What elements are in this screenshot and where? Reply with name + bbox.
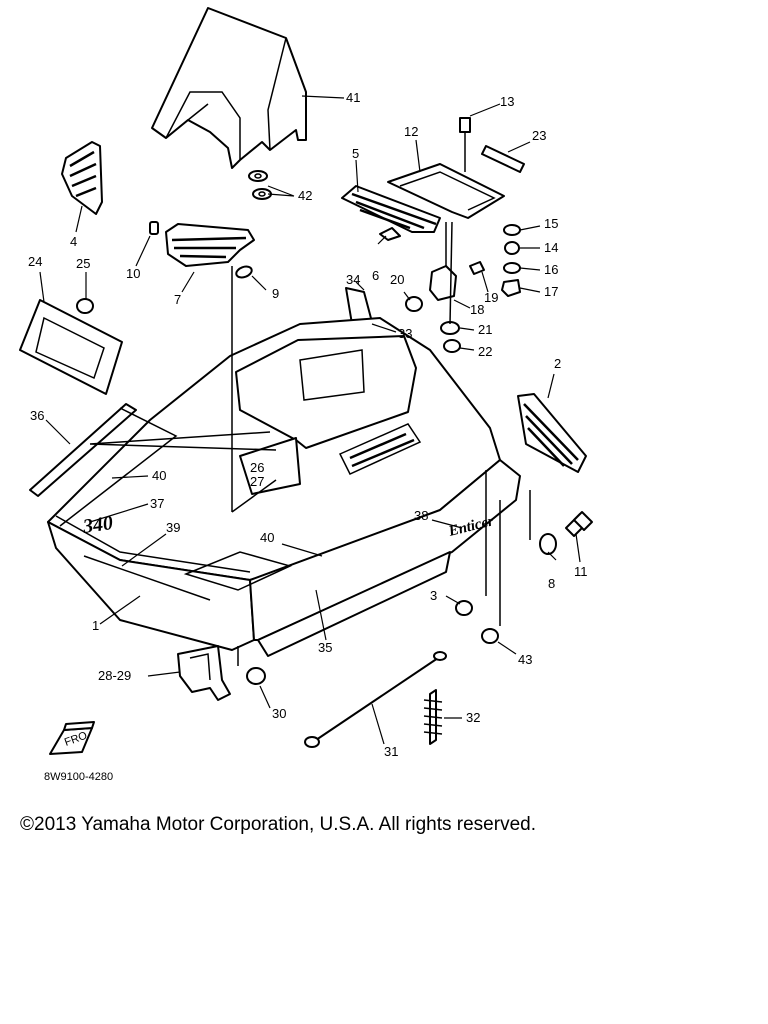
part-23-rod [481, 145, 525, 173]
copyright-notice: ©2013 Yamaha Motor Corporation, U.S.A. A… [20, 814, 536, 835]
callout-40-right: 40 [260, 530, 274, 545]
callout-1: 1 [92, 618, 99, 633]
part-2-side-grille [517, 393, 587, 473]
callout-42: 42 [298, 188, 312, 203]
callout-37: 37 [150, 496, 164, 511]
part-20-nut [405, 296, 423, 312]
callout-34: 34 [346, 272, 360, 287]
part-12-lid-plate [387, 163, 505, 219]
callout-25: 25 [76, 256, 90, 271]
callout-30: 30 [272, 706, 286, 721]
part-4-vent-grille [61, 141, 103, 215]
callout-31: 31 [384, 744, 398, 759]
callout-36: 36 [30, 408, 44, 423]
part-11-bolt [565, 511, 593, 537]
part-32-spring [423, 689, 443, 745]
callout-3: 3 [430, 588, 437, 603]
callout-14: 14 [544, 240, 558, 255]
callout-23: 23 [532, 128, 546, 143]
callout-11: 11 [574, 564, 588, 579]
callout-32: 32 [466, 710, 480, 725]
diagram-code: 8W9100-4280 [44, 771, 113, 783]
part-31-cable [304, 651, 447, 748]
part-41-upper-cover [151, 7, 307, 169]
callout-43: 43 [518, 652, 532, 667]
callout-leaders [39, 95, 581, 745]
part-10-clip [149, 221, 159, 235]
part-36-molding [29, 403, 137, 497]
callout-41: 41 [346, 90, 360, 105]
callout-39: 39 [166, 520, 180, 535]
part-3-nut [455, 600, 473, 616]
callout-12: 12 [404, 124, 418, 139]
part-24-headlight-frame [19, 299, 123, 395]
part-5-top-grille [341, 185, 441, 233]
callout-16: 16 [544, 262, 558, 277]
callout-17: 17 [544, 284, 558, 299]
hood-body [47, 317, 521, 657]
part-18-latch [429, 222, 457, 301]
callout-33: 33 [398, 326, 412, 341]
decal-340: 340 [81, 512, 115, 538]
callout-27: 27 [250, 474, 264, 489]
callout-18: 18 [470, 302, 484, 317]
part-30-nut [246, 667, 266, 685]
part-22-nut [443, 339, 461, 353]
callout-40-left: 40 [152, 468, 166, 483]
part-25-nut [76, 298, 94, 314]
callout-26: 26 [250, 460, 264, 475]
callout-9: 9 [272, 286, 279, 301]
callout-5: 5 [352, 146, 359, 161]
parts-14-17-hardware [501, 224, 521, 297]
callout-38: 38 [414, 508, 428, 523]
part-42-washers [248, 170, 272, 200]
callout-6: 6 [372, 268, 379, 283]
callout-8: 8 [548, 576, 555, 591]
callout-24: 24 [28, 254, 42, 269]
callout-10: 10 [126, 266, 140, 281]
callout-35: 35 [318, 640, 332, 655]
part-43-nut [481, 628, 499, 644]
callout-2: 2 [554, 356, 561, 371]
front-direction-plate-icon: FRO [49, 721, 95, 755]
callout-28-29: 28-29 [98, 668, 131, 683]
callout-labels: 1 2 3 4 5 6 7 8 9 10 11 12 13 14 15 16 1… [28, 90, 588, 759]
callout-7: 7 [174, 292, 181, 307]
part-19-screw [469, 261, 485, 275]
part-7-light-cover [165, 223, 255, 267]
callout-4: 4 [70, 234, 77, 249]
part-13-bolt [459, 117, 471, 172]
callout-15: 15 [544, 216, 558, 231]
exploded-parts-diagram: 340 Enticer 1 2 3 4 5 6 7 8 9 10 11 12 1… [19, 7, 593, 783]
part-8-bushing [539, 533, 557, 555]
callout-13: 13 [500, 94, 514, 109]
part-9-grommet [235, 265, 253, 279]
part-28-29-hinge [177, 645, 231, 701]
callout-20: 20 [390, 272, 404, 287]
callout-22: 22 [478, 344, 492, 359]
callout-21: 21 [478, 322, 492, 337]
callout-19: 19 [484, 290, 498, 305]
